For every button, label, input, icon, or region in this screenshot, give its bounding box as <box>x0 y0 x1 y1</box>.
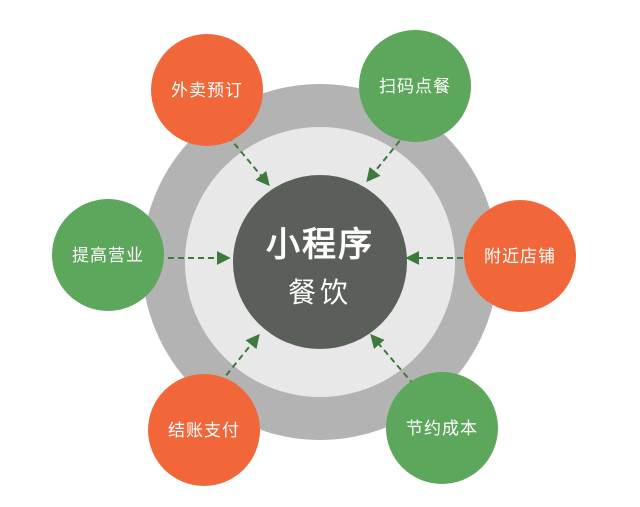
node-jieyue-label: 节约成本 <box>406 419 478 439</box>
center-subtitle: 餐饮 <box>288 276 352 309</box>
node-waimai-circle <box>151 34 263 146</box>
node-jiezhang-label: 结账支付 <box>168 421 240 441</box>
node-jiezhang: 结账支付 <box>148 374 260 486</box>
arrows <box>168 132 463 386</box>
node-tigao-circle <box>52 199 164 311</box>
node-fujin: 附近店铺 <box>464 200 576 312</box>
arrow-jieyue <box>370 333 415 386</box>
node-fujin-label: 附近店铺 <box>484 247 556 267</box>
node-jieyue: 节约成本 <box>386 372 498 484</box>
node-jiezhang-circle <box>148 374 260 486</box>
node-saoma: 扫码点餐 <box>359 30 471 142</box>
node-jieyue-circle <box>386 372 498 484</box>
node-fujin-circle <box>464 200 576 312</box>
node-waimai: 外卖预订 <box>151 34 263 146</box>
node-tigao-label: 提高营业 <box>72 246 144 266</box>
node-saoma-circle <box>359 30 471 142</box>
node-waimai-label: 外卖预订 <box>171 81 243 101</box>
arrow-waimai <box>227 135 270 187</box>
core-circle <box>233 175 407 349</box>
center-title: 小程序 <box>266 225 374 265</box>
arrow-saoma <box>366 132 407 183</box>
arrow-jiezhang <box>219 333 260 384</box>
node-tigao: 提高营业 <box>52 199 164 311</box>
node-saoma-label: 扫码点餐 <box>379 77 451 97</box>
